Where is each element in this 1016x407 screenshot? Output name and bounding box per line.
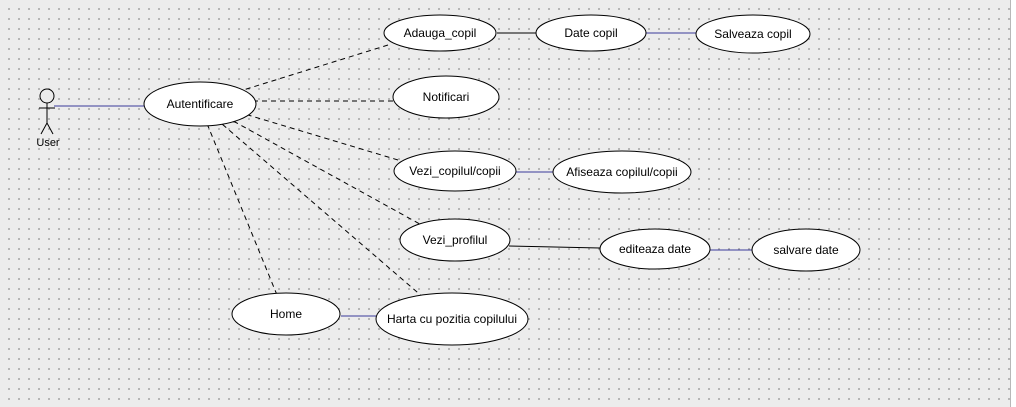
use-cases: Autentificare Adauga_copil Date copil Sa…	[143, 14, 861, 346]
use-case-vezi-copilul-label: Vezi_copilul/copii	[409, 164, 500, 178]
dependency-vezi-profilul	[235, 122, 428, 229]
use-case-vezi-copilul[interactable]: Vezi_copilul/copii	[393, 150, 517, 192]
association-vezi-profilul-editeaza	[508, 245, 601, 249]
use-case-afiseaza-copilul-label: Afiseaza copilul/copii	[566, 165, 677, 179]
use-case-vezi-profilul[interactable]: Vezi_profilul	[399, 218, 511, 262]
use-case-vezi-profilul-label: Vezi_profilul	[423, 233, 488, 247]
actor-head	[39, 88, 55, 104]
dependency-adauga-copil	[240, 44, 389, 91]
use-case-notificari-label: Notificari	[423, 90, 470, 104]
dependency-harta	[222, 124, 425, 299]
use-case-autentificare[interactable]: Autentificare	[143, 81, 257, 127]
use-case-autentificare-label: Autentificare	[167, 97, 234, 111]
use-case-notificari[interactable]: Notificari	[392, 75, 500, 119]
use-case-salvare-date[interactable]: salvare date	[751, 228, 861, 272]
use-case-adauga-copil[interactable]: Adauga_copil	[383, 14, 497, 52]
use-case-adauga-copil-label: Adauga_copil	[404, 26, 477, 40]
use-case-editeaza-date[interactable]: editeaza date	[599, 228, 711, 270]
use-case-salvare-date-label: salvare date	[773, 243, 839, 257]
actor-user[interactable]	[39, 88, 55, 135]
use-case-harta-label: Harta cu pozitia copilului	[387, 312, 517, 326]
actor-right-leg	[46, 122, 54, 135]
dependency-home	[208, 126, 278, 296]
use-case-home[interactable]: Home	[231, 292, 341, 336]
use-case-home-label: Home	[270, 307, 302, 321]
dependency-vezi-copilul	[248, 115, 399, 161]
actor-label: User	[36, 137, 60, 149]
dependency-lines	[208, 44, 428, 299]
use-case-harta[interactable]: Harta cu pozitia copilului	[375, 292, 529, 346]
actor-left-leg	[40, 122, 48, 135]
use-case-salveaza-copil-label: Salveaza copil	[714, 27, 791, 41]
use-case-afiseaza-copilul[interactable]: Afiseaza copilul/copii	[552, 150, 692, 194]
use-case-editeaza-date-label: editeaza date	[619, 242, 691, 256]
use-case-salveaza-copil[interactable]: Salveaza copil	[695, 14, 811, 54]
association-lines	[54, 32, 752, 317]
canvas-right-edge	[1010, 0, 1016, 407]
use-case-date-copil[interactable]: Date copil	[535, 14, 647, 52]
black-association-lines	[497, 32, 601, 249]
use-case-date-copil-label: Date copil	[564, 26, 617, 40]
